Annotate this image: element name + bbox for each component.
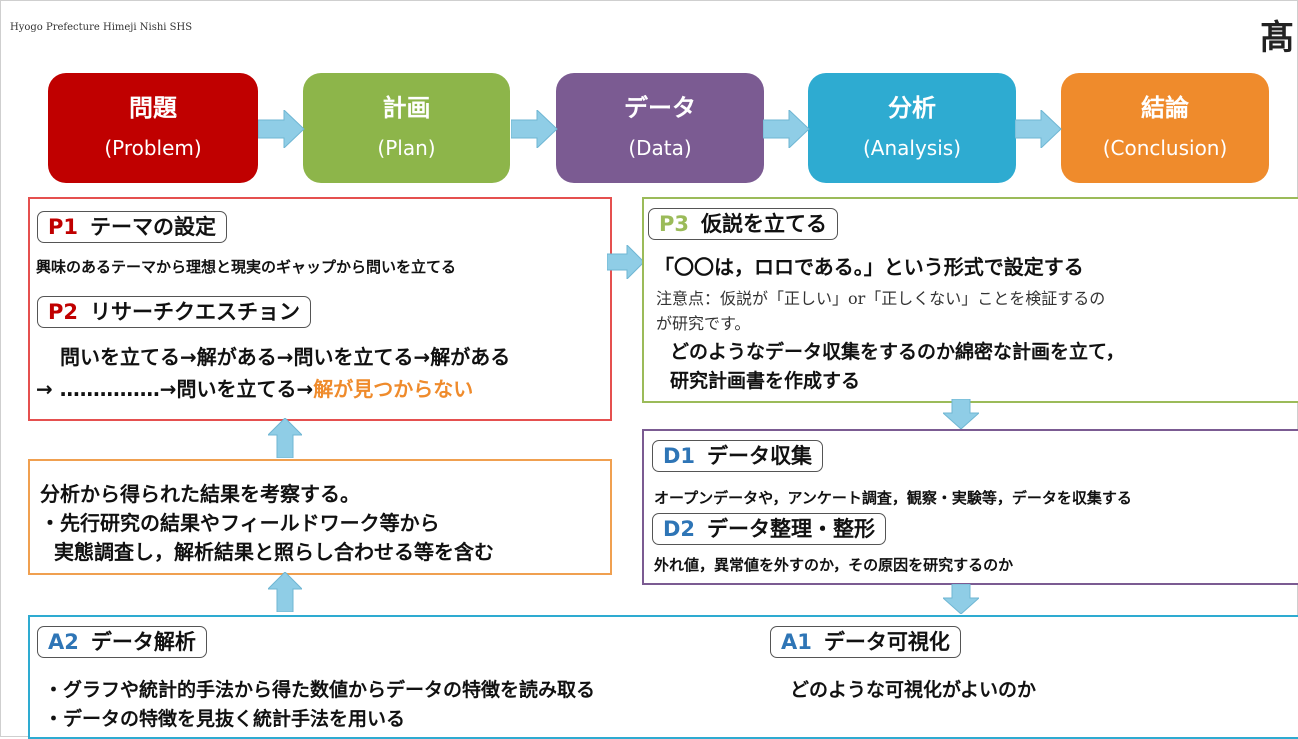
c-line2: ・先行研究の結果やフィールドワーク等から — [40, 511, 440, 535]
p1-text: 興味のあるテーマから理想と現実のギャップから問いを立てる — [36, 258, 457, 276]
p3-line2: どのようなデータ収集をするのか綿密な計画を立て， — [670, 341, 1125, 363]
stage-analysis-title: 分析 — [888, 94, 936, 122]
right-arrow-icon — [258, 110, 305, 148]
p3-note2: が研究です。 — [656, 314, 751, 333]
right-arrow-icon — [1015, 110, 1062, 148]
stage-conclusion-subtitle: (Conclusion) — [1102, 136, 1228, 160]
tag-d1: D1 データ収集 — [652, 440, 824, 472]
stage-data-subtitle: (Data) — [628, 136, 692, 160]
tag-d2-code: D2 — [663, 517, 696, 541]
stage-plan: 計画 (Plan) — [303, 73, 510, 183]
stage-problem-subtitle: (Problem) — [104, 136, 202, 160]
stage-problem: 問題 (Problem) — [48, 73, 258, 183]
tag-p1: P1 テーマの設定 — [37, 211, 228, 243]
c-line1: 分析から得られた結果を考察する。 — [40, 482, 360, 506]
tag-p2: P2 リサーチクエスチョン — [37, 296, 312, 328]
tag-d2-title: データ整理・整形 — [707, 517, 876, 541]
tag-p2-title: リサーチクエスチョン — [90, 300, 301, 324]
p2-line2: → ……………→問いを立てる→解が見つからない — [36, 373, 473, 402]
d2-text: 外れ値，異常値を外すのか，その原因を研究するのか — [654, 556, 1014, 574]
down-arrow-icon — [943, 584, 979, 614]
stage-data-title: データ — [624, 94, 696, 122]
right-arrow-icon — [511, 110, 558, 148]
c-line3: 実態調査し，解析結果と照らし合わせる等を含む — [54, 540, 494, 564]
tag-a1-title: データ可視化 — [823, 630, 950, 654]
a2-line1: ・グラフや統計的手法から得た数値からデータの特徴を読み取る — [44, 679, 596, 701]
d1-text: オープンデータや，アンケート調査，観察・実験等，データを収集する — [654, 489, 1132, 507]
tag-a1-code: A1 — [781, 630, 812, 654]
p2-line2-text: → ……………→問いを立てる→ — [36, 377, 314, 401]
tag-d1-code: D1 — [663, 444, 696, 468]
tag-p1-title: テーマの設定 — [90, 215, 217, 239]
school-logo: 髙 — [1260, 18, 1294, 58]
tag-a1: A1 データ可視化 — [770, 626, 961, 658]
a2-line2: ・データの特徴を見抜く統計手法を用いる — [44, 708, 406, 730]
up-arrow-icon — [268, 418, 302, 458]
tag-d1-title: データ収集 — [707, 444, 813, 468]
stage-plan-title: 計画 — [382, 94, 431, 122]
stage-analysis: 分析 (Analysis) — [808, 73, 1016, 183]
tag-p2-code: P2 — [48, 300, 79, 324]
school-name: Hyogo Prefecture Himeji Nishi SHS — [10, 22, 193, 33]
tag-a2-title: データ解析 — [90, 630, 196, 654]
p3-note1: 注意点：仮説が「正しい」or「正しくない」ことを検証するの — [656, 289, 1106, 308]
down-arrow-icon — [943, 399, 979, 429]
tag-p1-code: P1 — [48, 215, 79, 239]
p3-line3: 研究計画書を作成する — [670, 370, 861, 392]
stage-data: データ (Data) — [556, 73, 764, 183]
stage-problem-title: 問題 — [129, 94, 177, 122]
tag-a2: A2 データ解析 — [37, 626, 207, 658]
tag-d2: D2 データ整理・整形 — [652, 513, 887, 545]
tag-p3-title: 仮説を立てる — [701, 212, 828, 236]
a1-text: どのような可視化がよいのか — [790, 679, 1037, 701]
tag-a2-code: A2 — [48, 630, 79, 654]
stage-conclusion: 結論 (Conclusion) — [1061, 73, 1269, 183]
conclusion-box — [28, 459, 612, 575]
tag-p3: P3 仮説を立てる — [648, 208, 839, 240]
p2-highlight: 解が見つからない — [313, 377, 474, 401]
stage-plan-subtitle: (Plan) — [377, 136, 436, 160]
right-arrow-icon — [763, 110, 810, 148]
right-arrow-icon — [607, 245, 645, 279]
p3-line1: 「〇〇は，ロロである。」という形式で設定する — [654, 255, 1084, 279]
up-arrow-icon — [268, 572, 302, 612]
stage-analysis-subtitle: (Analysis) — [862, 136, 961, 160]
tag-p3-code: P3 — [659, 212, 690, 236]
stage-conclusion-title: 結論 — [1141, 94, 1189, 122]
p2-line1: 問いを立てる→解がある→問いを立てる→解がある — [60, 345, 511, 369]
